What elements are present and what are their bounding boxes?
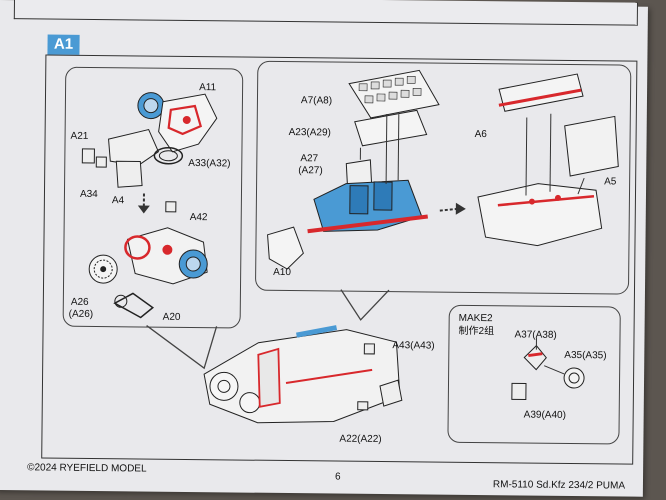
label-a20: A20 [162,311,181,323]
label-a26b: (A26) [68,308,94,320]
right-arrow [439,207,458,212]
copyright-text: ©2024 RYEFIELD MODEL [27,462,147,475]
label-a6: A6 [474,128,487,141]
left-callout-pointer [146,325,218,370]
label-a39: A39(A40) [523,409,566,421]
lower-pump-assembly [88,201,208,319]
label-a23: A23(A29) [288,127,331,139]
label-a4: A4 [111,195,125,207]
final-engine-assembly [203,325,403,424]
label-a43: A43(A43) [392,340,435,352]
assembly-illustration [81,69,619,424]
label-a21: A21 [70,130,89,142]
label-a27: A27 [300,153,319,165]
right-callout-pointer [340,289,390,321]
label-a26: A26 [70,296,89,308]
instruction-sheet: A1 [0,0,648,497]
page-number: 6 [334,471,341,483]
make2-title: MAKE2 [458,312,493,325]
label-a11: A11 [199,82,217,94]
label-a27b: (A27) [298,165,323,177]
make2-parts [511,337,585,401]
label-a10: A10 [273,266,292,279]
label-a42: A42 [189,211,208,224]
upper-pump-parts [81,92,218,188]
label-a33: A33(A32) [188,157,231,170]
engine-block-exploded [267,69,440,270]
label-a5: A5 [604,176,617,188]
label-a7: A7(A8) [300,95,333,107]
make2-title-cn: 制作2组 [458,325,495,338]
engine-block-complete [477,73,619,247]
label-a35: A35(A35) [564,349,607,362]
model-name: RM-5110 Sd.Kfz 234/2 PUMA [492,479,626,492]
label-a22: A22(A22) [339,433,382,446]
label-a34: A34 [79,188,98,201]
label-a37: A37(A38) [514,329,557,341]
